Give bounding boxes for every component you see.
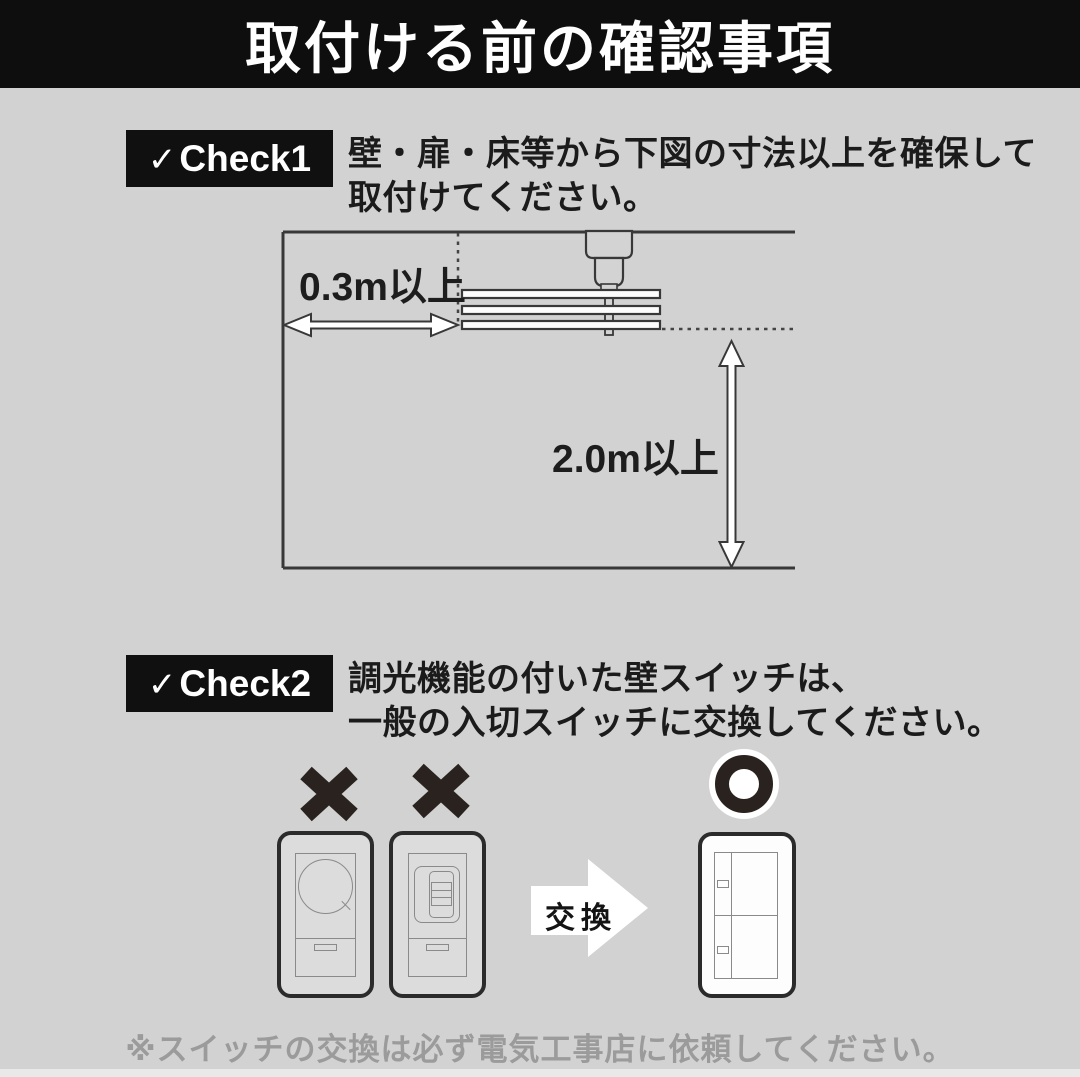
exchange-arrow-label: 交換 [545, 902, 617, 935]
horizontal-clearance-label: 0.3m以上 [299, 266, 466, 309]
standard-onoff-switch [698, 832, 796, 998]
check1-badge-label: Check1 [179, 137, 312, 179]
title-banner: 取付ける前の確認事項 [0, 0, 1080, 88]
check2-badge: ✓ Check2 [126, 655, 333, 712]
dimmer-slider-switch [389, 831, 486, 998]
page-title: 取付ける前の確認事項 [245, 16, 835, 80]
switch-indicator [717, 946, 729, 954]
slider-knob [431, 882, 452, 906]
check1-description-line1: 壁・扉・床等から下図の寸法以上を確保して [348, 135, 1037, 173]
switch-indicator [314, 944, 337, 951]
x-mark-icon [412, 763, 470, 819]
slider-track [429, 871, 454, 918]
exchange-arrow-icon [531, 859, 648, 957]
checkmark-icon: ✓ [147, 665, 177, 704]
horizontal-clearance-arrow-icon [281, 312, 461, 338]
check1-description-line2: 取付けてください。 [348, 179, 658, 217]
dimmer-dial-switch [277, 831, 374, 998]
check2-description-line1: 調光機能の付いた壁スイッチは、 [348, 660, 866, 698]
vertical-clearance-arrow-icon [717, 338, 746, 570]
ceiling-fan-icon [460, 229, 662, 336]
switch-divider-line [408, 938, 467, 939]
switch-indicator [717, 880, 729, 888]
vertical-clearance-label: 2.0m以上 [552, 438, 719, 481]
bottom-strip [0, 1069, 1080, 1077]
x-mark-icon [300, 766, 358, 822]
check2-badge-label: Check2 [179, 662, 312, 704]
rocker-divider-line [714, 915, 778, 916]
slider-knob-line [432, 897, 451, 898]
checkmark-icon: ✓ [147, 140, 177, 179]
dimmer-dial-knob [298, 859, 353, 914]
check1-badge: ✓ Check1 [126, 130, 333, 187]
o-mark-icon [715, 755, 773, 813]
switch-inner-frame [295, 853, 356, 977]
switch-divider-line [295, 938, 356, 939]
switch-indicator [426, 944, 449, 951]
footer-note: ※スイッチの交換は必ず電気工事店に依頼してください。 [125, 1032, 955, 1067]
switch-inner-frame [408, 853, 467, 977]
slider-housing [414, 866, 460, 923]
check2-description-line2: 一般の入切スイッチに交換してください。 [348, 704, 1002, 742]
slider-knob-line [432, 890, 451, 891]
clearance-diagram [281, 229, 795, 570]
